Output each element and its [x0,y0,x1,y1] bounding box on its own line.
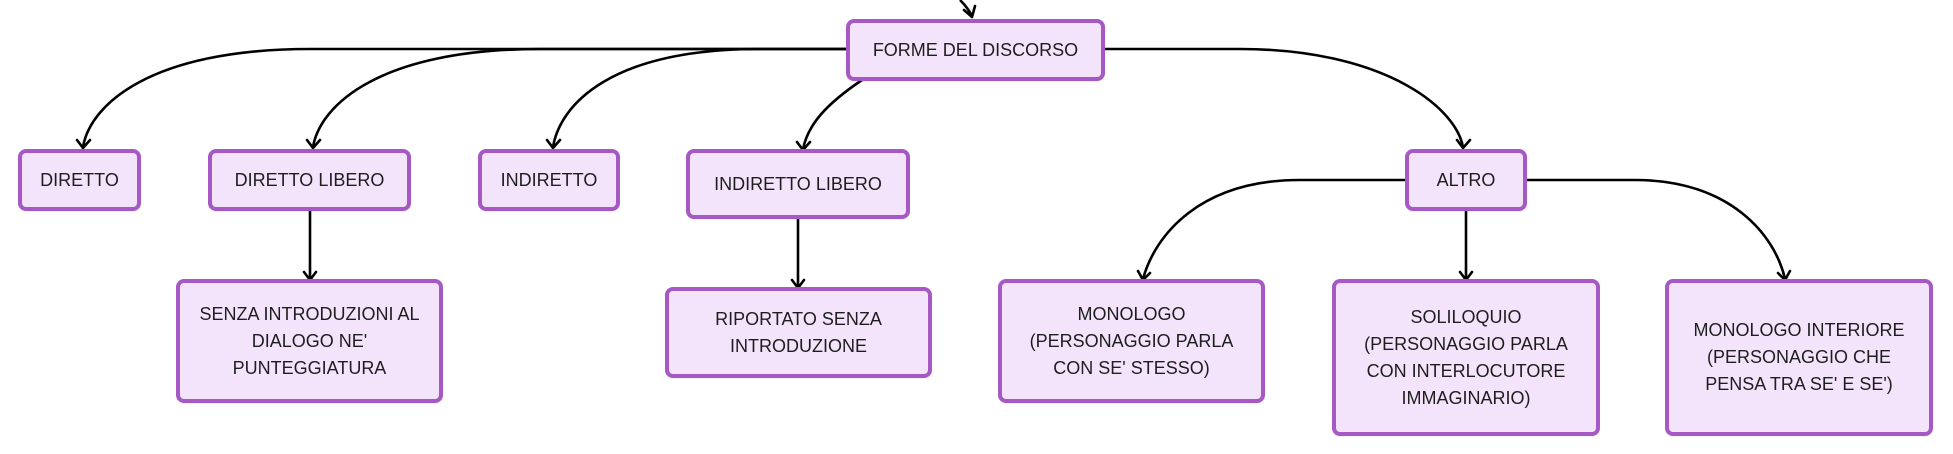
arrowhead-diretto [75,138,92,150]
edge-root-diretto [81,47,848,148]
node-altro[interactable]: ALTRO [1405,149,1527,211]
node-riportato-senza-introduzione[interactable]: RIPORTATO SENZA INTRODUZIONE [665,287,932,378]
node-indiretto[interactable]: INDIRETTO [478,149,620,211]
node-label: FORME DEL DISCORSO [872,39,1079,60]
edge-incoming-root [959,0,974,17]
node-indiretto-libero[interactable]: INDIRETTO LIBERO [686,149,910,219]
node-label: MONOLOGO (PERSONAGGIO PARLA CON SE' STES… [1029,303,1234,378]
node-senza-introduzioni[interactable]: SENZA INTRODUZIONI AL DIALOGO NE' PUNTEG… [176,279,443,403]
edge-altro-monologo [1141,178,1406,280]
edge-altro-monologo-interiore [1526,178,1787,280]
edge-root-indiretto [551,47,848,148]
node-label: DIRETTO [40,169,119,190]
node-label: SENZA INTRODUZIONI AL DIALOGO NE' PUNTEG… [199,303,420,378]
edge-root-diretto-libero [311,47,848,148]
node-monologo-interiore[interactable]: MONOLOGO INTERIORE (PERSONAGGIO CHE PENS… [1665,279,1933,436]
arrowhead-altro [1455,138,1472,150]
arrowhead-incoming-root [962,4,977,19]
node-label: SOLILOQUIO (PERSONAGGIO PARLA CON INTERL… [1364,306,1568,408]
node-forme-del-discorso[interactable]: FORME DEL DISCORSO [846,19,1105,81]
node-label: DIRETTO LIBERO [234,169,385,190]
node-label: MONOLOGO INTERIORE (PERSONAGGIO CHE PENS… [1693,320,1905,394]
node-label: INDIRETTO LIBERO [714,173,882,194]
node-diretto-libero[interactable]: DIRETTO LIBERO [208,149,411,211]
edge-root-indiretto-libero [801,78,863,150]
node-diretto[interactable]: DIRETTO [18,149,141,211]
node-label: ALTRO [1436,169,1496,190]
edge-root-altro [1104,47,1465,148]
node-monologo[interactable]: MONOLOGO (PERSONAGGIO PARLA CON SE' STES… [998,279,1265,403]
arrowhead-indiretto [545,138,562,150]
node-label: INDIRETTO [500,169,598,190]
arrowhead-diretto-libero [305,138,322,150]
node-soliloquio[interactable]: SOLILOQUIO (PERSONAGGIO PARLA CON INTERL… [1332,279,1600,436]
node-label: RIPORTATO SENZA INTRODUZIONE [715,308,882,356]
